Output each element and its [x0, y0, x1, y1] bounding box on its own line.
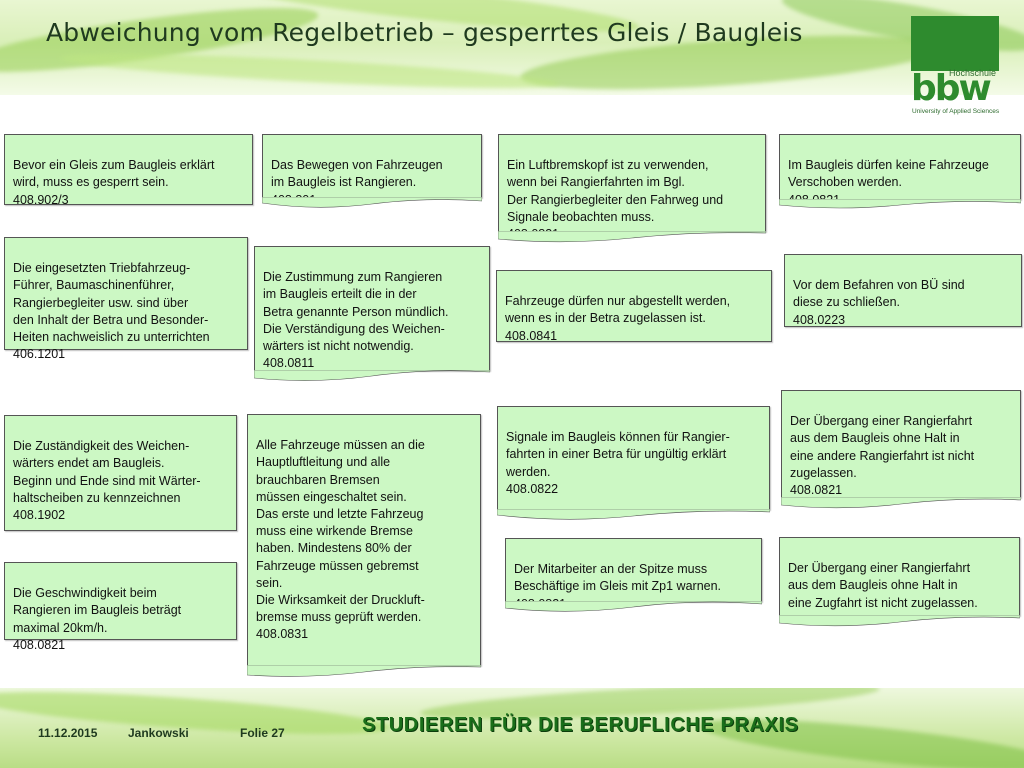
- footer-date: 11.12.2015: [38, 726, 98, 740]
- note-text: Der Übergang einer Rangierfahrt aus dem …: [790, 414, 975, 498]
- note-text: Die Zustimmung zum Rangieren im Baugleis…: [263, 270, 449, 371]
- note-card: Im Baugleis dürfen keine Fahrzeuge Versc…: [779, 134, 1021, 200]
- note-card: Die eingesetzten Triebfahrzeug- Führer, …: [4, 237, 248, 361]
- footer-slide-number: Folie 27: [240, 726, 285, 740]
- slide-title: Abweichung vom Regelbetrieb – gesperrtes…: [46, 18, 803, 47]
- note-wave-edge: [247, 665, 481, 679]
- note-wave-edge: [262, 197, 482, 211]
- note-card: Das Bewegen von Fahrzeugen im Baugleis i…: [262, 134, 482, 198]
- note-text: Signale im Baugleis können für Rangier- …: [506, 430, 730, 496]
- note-text: Alle Fahrzeuge müssen an die Hauptluftle…: [256, 438, 425, 642]
- logo-hochschule-text: Hochschule: [949, 68, 997, 78]
- note-text: Ein Luftbremskopf ist zu verwenden, wenn…: [507, 158, 724, 241]
- note-card: Bevor ein Gleis zum Baugleis erklärt wir…: [4, 134, 253, 207]
- note-wave-edge: [497, 509, 770, 523]
- note-card: Alle Fahrzeuge müssen an die Hauptluftle…: [247, 414, 481, 666]
- note-card: Der Übergang einer Rangierfahrt aus dem …: [781, 390, 1021, 498]
- note-text: Im Baugleis dürfen keine Fahrzeuge Versc…: [788, 158, 989, 206]
- note-text: Der Mitarbeiter an der Spitze muss Besch…: [514, 562, 722, 610]
- note-card: Die Zustimmung zum Rangieren im Baugleis…: [254, 246, 490, 371]
- note-card: Der Mitarbeiter an der Spitze muss Besch…: [505, 538, 762, 602]
- note-wave-edge: [254, 370, 490, 384]
- note-text: Vor dem Befahren von BÜ sind diese zu sc…: [793, 278, 965, 327]
- note-wave-edge: [781, 497, 1021, 511]
- note-text: Fahrzeuge dürfen nur abgestellt werden, …: [505, 294, 731, 343]
- note-text: Die eingesetzten Triebfahrzeug- Führer, …: [13, 261, 210, 362]
- note-text: Die Geschwindigkeit beim Rangieren im Ba…: [13, 586, 182, 652]
- footer-author: Jankowski: [128, 726, 189, 740]
- note-text: Die Zuständigkeit des Weichen- wärters e…: [13, 439, 201, 523]
- logo-green-square: [911, 16, 999, 71]
- note-card: Die Geschwindigkeit beim Rangieren im Ba…: [4, 562, 237, 652]
- note-card: Die Zuständigkeit des Weichen- wärters e…: [4, 415, 237, 531]
- note-card: Signale im Baugleis können für Rangier- …: [497, 406, 770, 510]
- note-wave-edge: [498, 231, 766, 245]
- note-text: Bevor ein Gleis zum Baugleis erklärt wir…: [13, 158, 215, 207]
- note-card: Der Übergang einer Rangierfahrt aus dem …: [779, 537, 1020, 627]
- bbw-logo: Hochschule bbw University of Applied Sci…: [911, 16, 999, 115]
- note-card: Fahrzeuge dürfen nur abgestellt werden, …: [496, 270, 772, 343]
- note-wave-edge: [779, 199, 1021, 213]
- footer-slogan: STUDIEREN FÜR DIE BERUFLICHE PRAXIS: [362, 714, 799, 736]
- note-card: Ein Luftbremskopf ist zu verwenden, wenn…: [498, 134, 766, 232]
- note-wave-edge: [779, 615, 1020, 629]
- logo-subtitle: University of Applied Sciences: [912, 108, 1000, 115]
- slide-footer: 11.12.2015 Jankowski Folie 27 STUDIEREN …: [0, 688, 1024, 768]
- logo-brand-text: bbw: [911, 68, 992, 109]
- note-wave-edge: [505, 601, 762, 615]
- slide-header: Abweichung vom Regelbetrieb – gesperrtes…: [0, 0, 1024, 95]
- note-card: Vor dem Befahren von BÜ sind diese zu sc…: [784, 254, 1022, 327]
